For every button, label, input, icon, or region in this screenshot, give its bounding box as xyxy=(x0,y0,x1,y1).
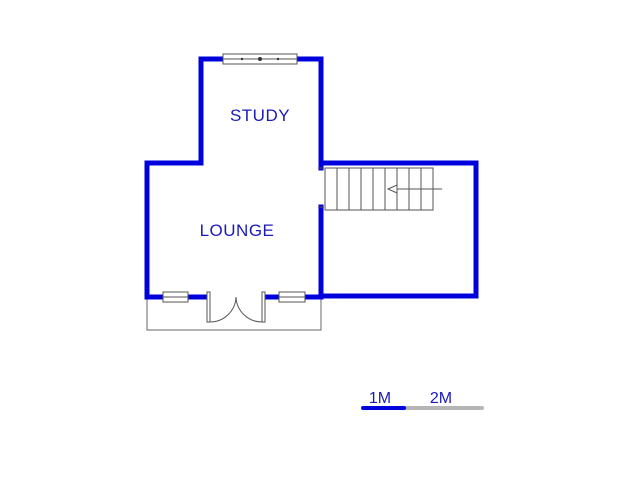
room-label-lounge: LOUNGE xyxy=(200,221,275,240)
room-label-study: STUDY xyxy=(230,106,290,125)
scale-bar: 1M 2M xyxy=(361,390,484,410)
lounge-window-left xyxy=(162,291,189,303)
scale-label-1m: 1M xyxy=(369,390,391,407)
walls xyxy=(144,56,479,300)
porch-outline xyxy=(146,297,322,331)
scale-label-2m: 2M xyxy=(430,390,452,407)
lounge-window-right xyxy=(278,291,306,303)
stair-direction-arrow xyxy=(386,184,442,194)
study-window xyxy=(222,53,298,65)
staircase xyxy=(324,167,442,211)
stair-opening xyxy=(318,167,324,208)
entrance-double-door xyxy=(206,291,266,323)
